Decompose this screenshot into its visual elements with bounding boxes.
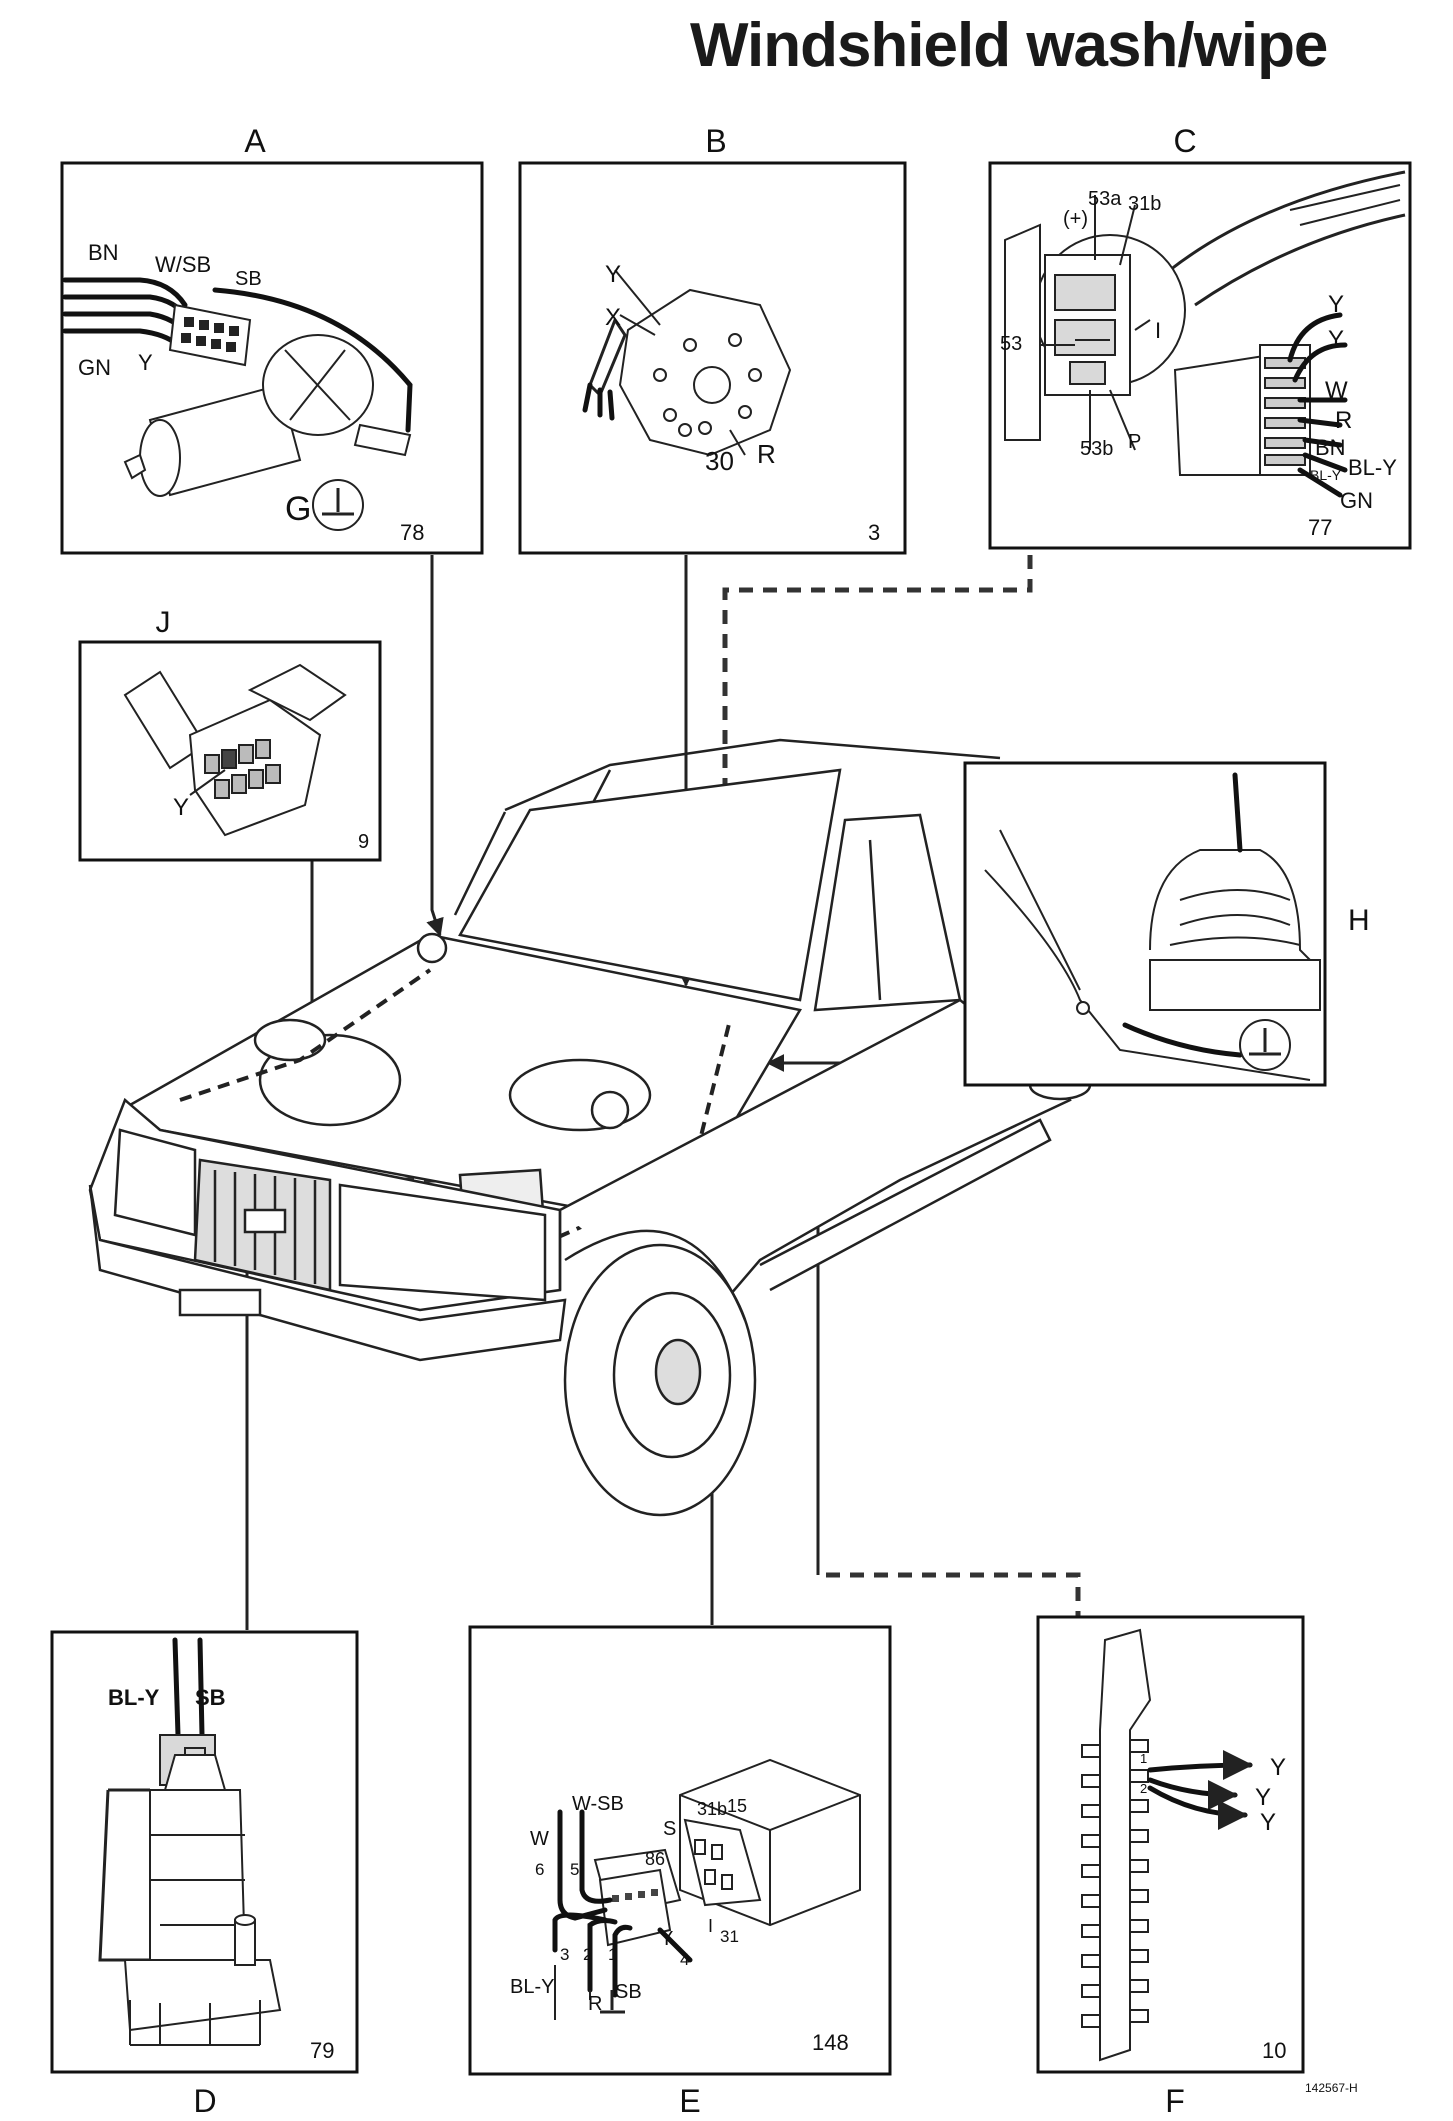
label-e-31b: 31b [697,1799,727,1819]
panel-d-letter: D [193,2083,216,2119]
panel-a-letter: A [244,123,266,159]
panel-e: 31b 15 S 86 W W-SB 6 5 I 31 3 2 1 Y 4 BL… [468,1625,892,2119]
label-c-53: 53 [1000,333,1022,355]
panel-d-number: 79 [310,2038,334,2063]
label-f-1: 1 [1140,1751,1147,1766]
label-e-wsb: W-SB [572,1793,624,1815]
label-j-y: Y [173,794,189,821]
label-e-4: 4 [680,1950,689,1969]
label-e-1: 1 [608,1945,617,1964]
panel-f-number: 10 [1262,2038,1286,2063]
connector-a [426,555,444,937]
label-e-r: R [588,1993,602,2015]
label-c-y1: Y [1328,291,1344,318]
panel-f: Y Y Y 1 2 10 F [1036,1615,1305,2119]
label-e-bly: BL-Y [510,1976,554,1998]
label-e-31: 31 [720,1927,739,1946]
figure-reference-number: 142567-H [1305,2081,1358,2095]
panel-a: A BN W/SB SB GN Y G 78 [60,123,484,555]
label-d-bly: BL-Y [108,1685,160,1710]
label-e-sb: SB [615,1981,642,2003]
panel-c-letter: C [1173,123,1196,159]
label-b-r: R [757,439,776,469]
label-c-i: I [1155,318,1161,343]
panel-e-number: 148 [812,2030,849,2055]
label-c-bly-small: BL-Y [1310,467,1342,483]
connector-c [722,555,1033,975]
panel-d: BL-Y SB 79 D [50,1630,359,2119]
label-a-y: Y [138,350,153,375]
label-c-bly: BL-Y [1348,455,1397,480]
label-c-bn: BN [1315,435,1346,460]
label-f-y3: Y [1260,1809,1276,1836]
label-c-p: P [1128,431,1141,453]
label-b-30: 30 [705,446,734,476]
car-illustration [88,738,1092,1517]
label-a-ground: G [285,490,311,528]
label-c-r: R [1335,407,1352,434]
panel-j: J Y 9 [78,606,382,862]
label-c-31b: 31b [1128,193,1161,215]
label-c-53a: 53a [1088,188,1122,210]
label-e-15: 15 [727,1796,747,1816]
label-a-gn: GN [78,355,111,380]
panel-c: C 53a (+) 31b 53 I 53b P Y Y W R BN [988,123,1412,550]
panel-c-number: 77 [1308,515,1332,540]
panel-e-letter: E [679,2083,700,2119]
panel-j-letter: J [156,606,171,639]
label-e-3: 3 [560,1945,569,1964]
panel-j-number: 9 [358,831,369,853]
label-e-6: 6 [535,1860,544,1879]
panel-f-letter: F [1165,2083,1185,2119]
label-e-86: 86 [645,1849,665,1869]
label-c-plus: (+) [1063,208,1088,230]
label-e-i: I [708,1916,713,1936]
label-b-y: Y [605,261,621,288]
label-f-y2: Y [1255,1784,1271,1811]
label-c-gn: GN [1340,488,1373,513]
connector-f-dashed [818,1572,1081,1625]
label-c-53b: 53b [1080,438,1113,460]
label-a-bn: BN [88,240,119,265]
panel-h-letter: H [1348,904,1370,937]
label-a-wsb: W/SB [155,252,211,277]
panel-h: H [963,761,1370,1087]
panel-f-frame [1036,1615,1305,2074]
label-c-y2: Y [1328,326,1344,353]
label-c-w: W [1325,377,1348,404]
page-title: Windshield wash/wipe [690,11,1328,80]
label-e-2: 2 [583,1945,592,1964]
label-e-y: Y [660,1928,673,1950]
label-b-x: X [605,304,621,331]
label-e-5: 5 [570,1860,579,1879]
panel-a-number: 78 [400,520,424,545]
panel-b: B Y X 30 R 3 [518,123,907,555]
label-d-sb: SB [195,1685,226,1710]
label-a-sb: SB [235,268,262,290]
panel-b-number: 3 [868,520,880,545]
label-e-s: S [663,1818,676,1840]
panel-b-letter: B [705,123,726,159]
label-f-y1: Y [1270,1754,1286,1781]
label-e-w: W [530,1828,549,1850]
label-f-2: 2 [1140,1781,1147,1796]
